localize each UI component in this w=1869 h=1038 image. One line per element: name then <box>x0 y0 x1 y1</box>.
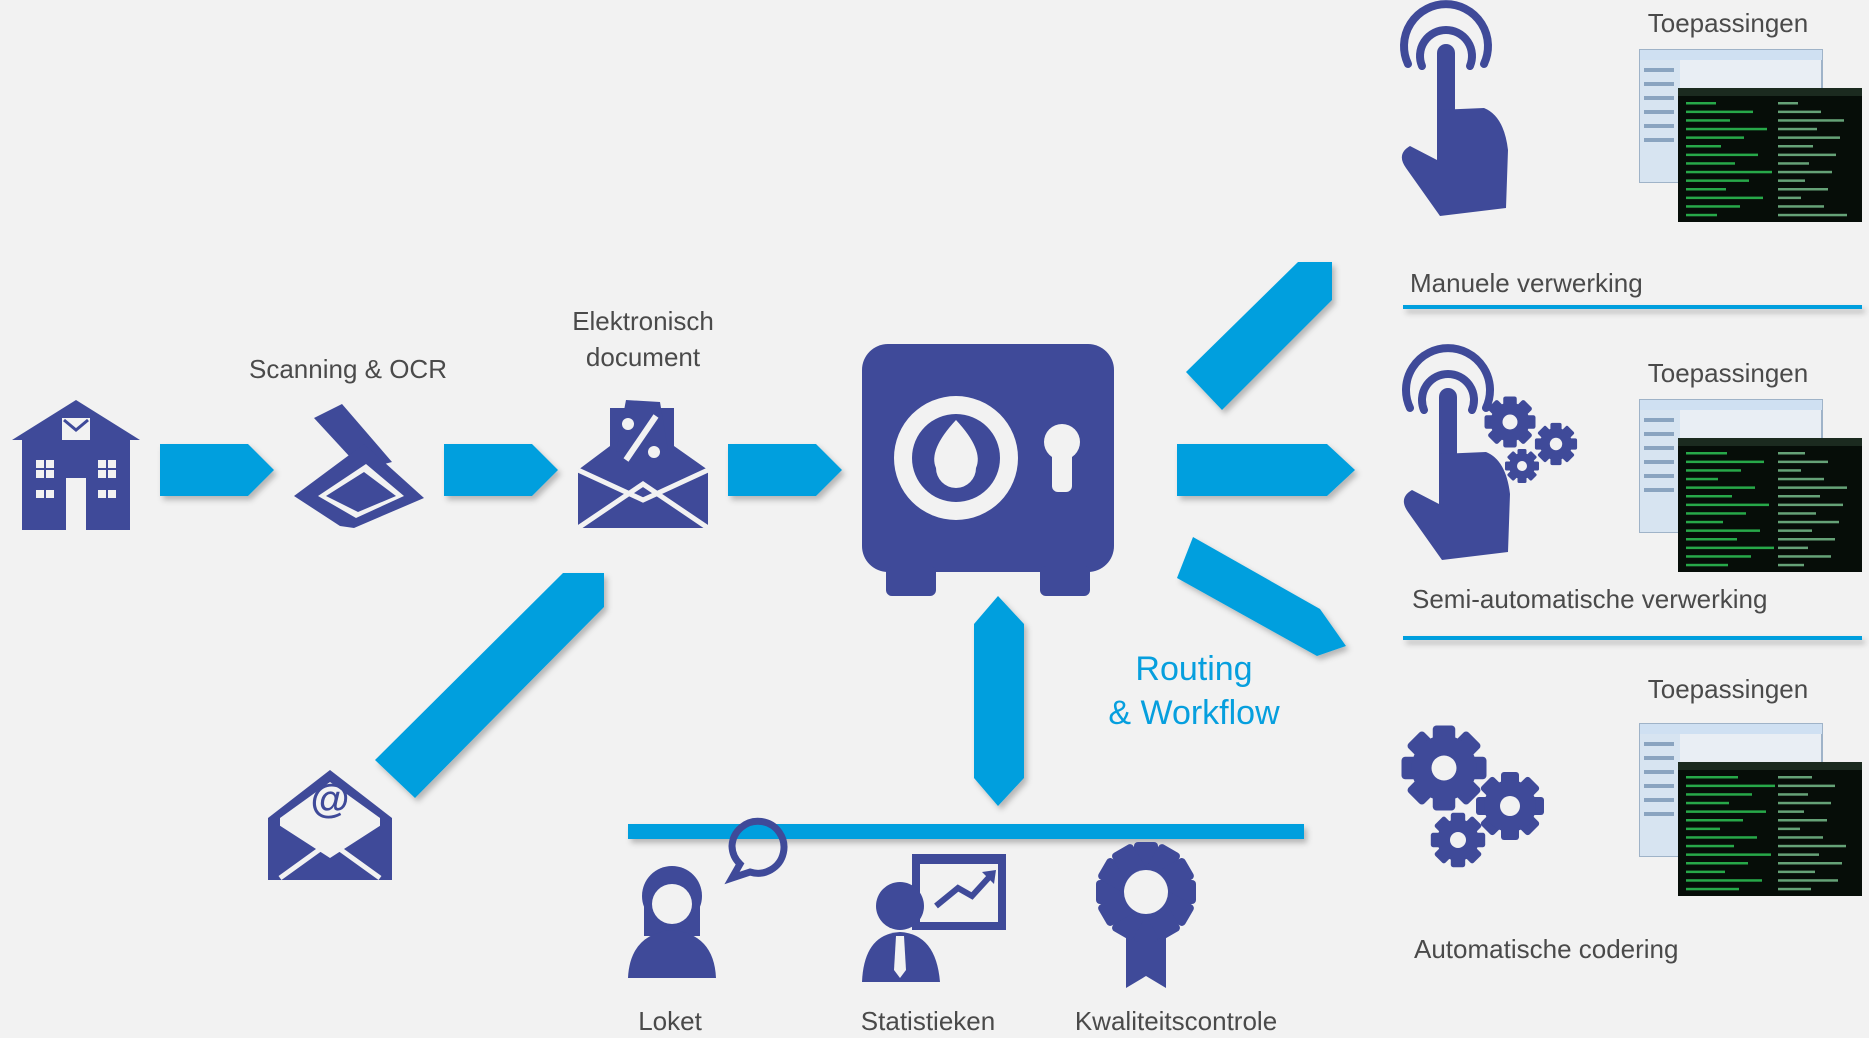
touch-hand-icon <box>1402 4 1508 216</box>
presenter-chart-icon <box>862 854 1006 982</box>
label-applications-3: Toepassingen <box>1648 674 1808 704</box>
arrow-vault-to-manual <box>1186 262 1332 410</box>
label-applications-2: Toepassingen <box>1648 358 1808 388</box>
arrows <box>160 262 1862 839</box>
safe-icon <box>862 344 1114 596</box>
building-icon <box>12 400 140 530</box>
scanner-icon <box>294 404 424 528</box>
arrow-vault-to-semi <box>1177 444 1355 496</box>
arrow-building-to-scanner <box>160 444 274 496</box>
gears-icon <box>1401 725 1544 868</box>
label-scanning: Scanning & OCR <box>249 354 447 384</box>
application-screenshot <box>1639 723 1862 896</box>
label-automatic: Automatische codering <box>1414 934 1678 964</box>
arrow-email-to-document <box>375 573 604 798</box>
label-routing-line2: & Workflow <box>1108 694 1280 732</box>
svg-text:@: @ <box>310 777 349 821</box>
label-quality: Kwaliteitscontrole <box>1075 1006 1277 1036</box>
label-routing-line1: Routing <box>1135 650 1252 688</box>
email-at-icon: @ <box>268 770 392 881</box>
envelope-percent-icon <box>576 400 710 531</box>
label-counter: Loket <box>638 1006 702 1036</box>
label-electronic-line1: Elektronisch <box>572 306 714 336</box>
label-applications-1: Toepassingen <box>1648 8 1808 38</box>
arrow-vault-to-bus <box>974 596 1024 806</box>
divider-semi <box>1403 636 1862 640</box>
arrow-document-to-vault <box>728 444 842 496</box>
label-semi-automatic: Semi-automatische verwerking <box>1412 584 1767 614</box>
woman-speech-icon <box>628 817 788 978</box>
label-statistics: Statistieken <box>861 1006 995 1036</box>
application-screenshot <box>1639 399 1862 572</box>
application-screenshot <box>1639 49 1862 222</box>
arrow-vault-to-automatic <box>1177 537 1346 656</box>
touch-hand-gears-icon <box>1404 348 1578 560</box>
bottom-bus-line <box>628 824 1304 839</box>
arrow-scanner-to-document <box>444 444 558 496</box>
divider-manual <box>1403 305 1862 309</box>
label-electronic-line2: document <box>586 342 701 372</box>
badge-ribbon-icon <box>1096 842 1196 988</box>
application-screens <box>1639 49 1862 896</box>
label-manual: Manuele verwerking <box>1410 268 1643 298</box>
